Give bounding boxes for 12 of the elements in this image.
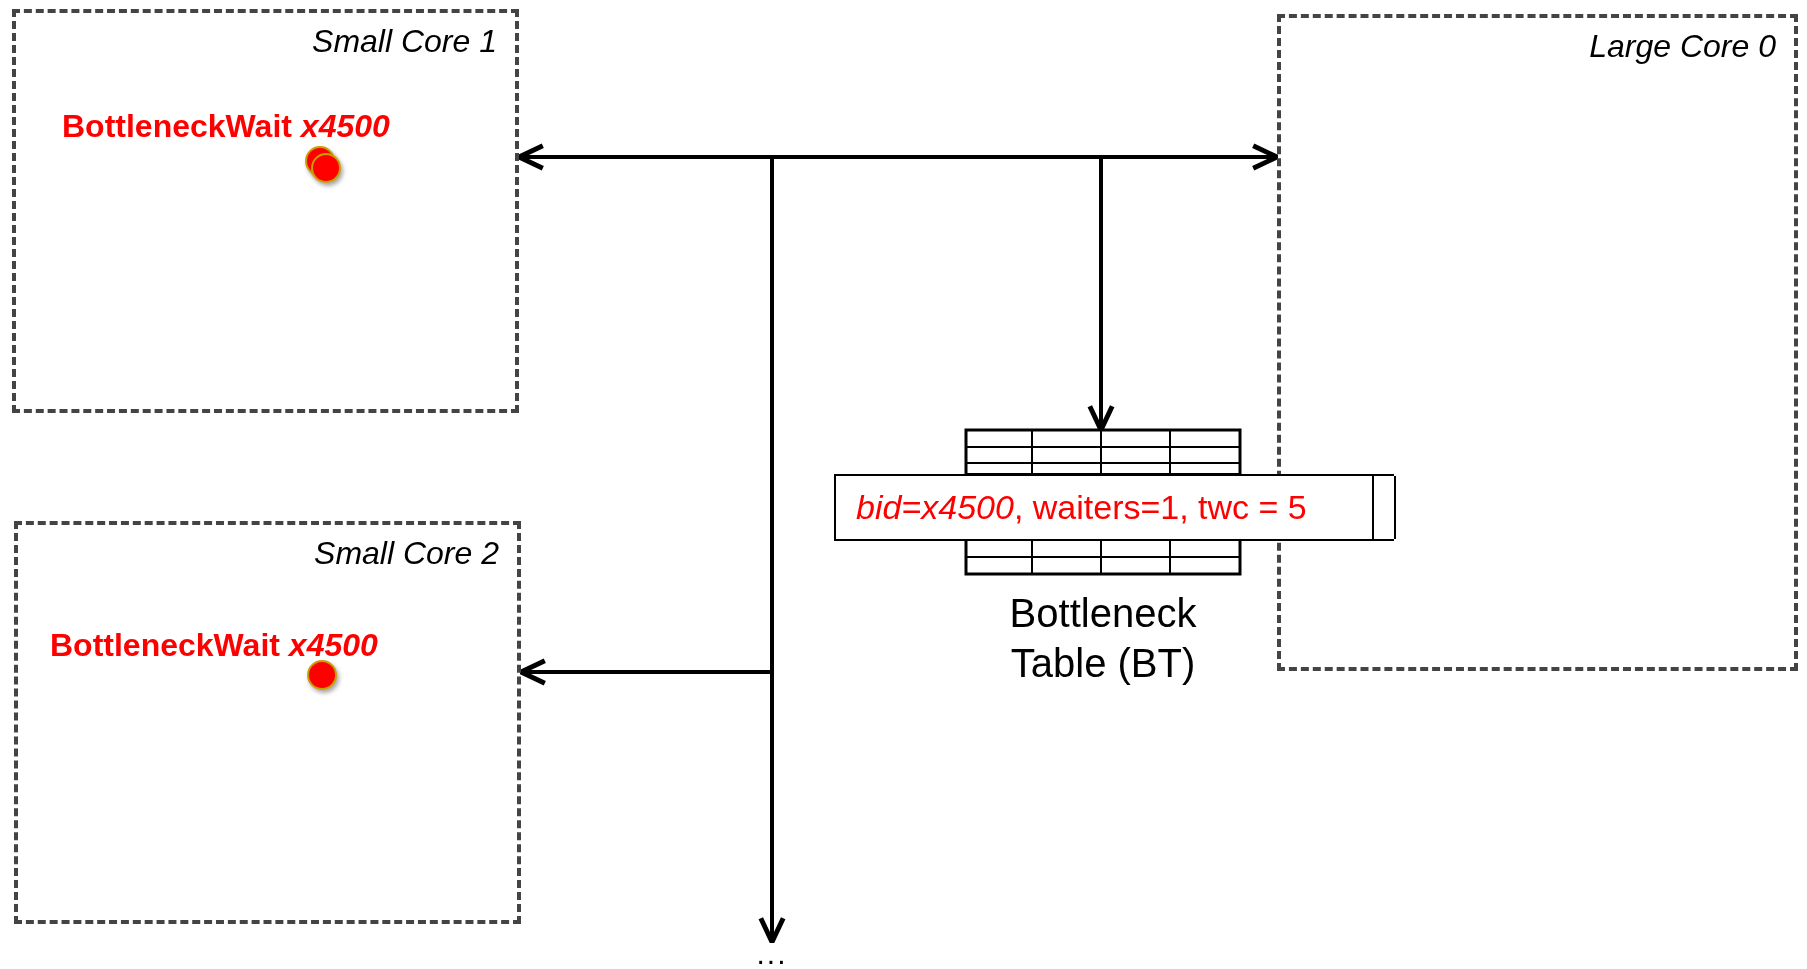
wait-instruction: BottleneckWait x4500 (50, 627, 378, 664)
core-title: Small Core 1 (312, 23, 497, 60)
core-title: Small Core 2 (314, 535, 499, 572)
table-entry (834, 474, 1394, 541)
table-caption: Bottleneck Table (BT) (1008, 590, 1198, 687)
core-box (14, 521, 521, 924)
wait-instruction: BottleneckWait x4500 (62, 108, 390, 145)
arrow (516, 143, 1280, 171)
core-title: Large Core 0 (1589, 28, 1776, 65)
ellipsis: ... (749, 942, 795, 966)
entry-text: bid=x4500, waiters=1, twc = 5 (855, 488, 1308, 527)
core-box (12, 9, 519, 413)
